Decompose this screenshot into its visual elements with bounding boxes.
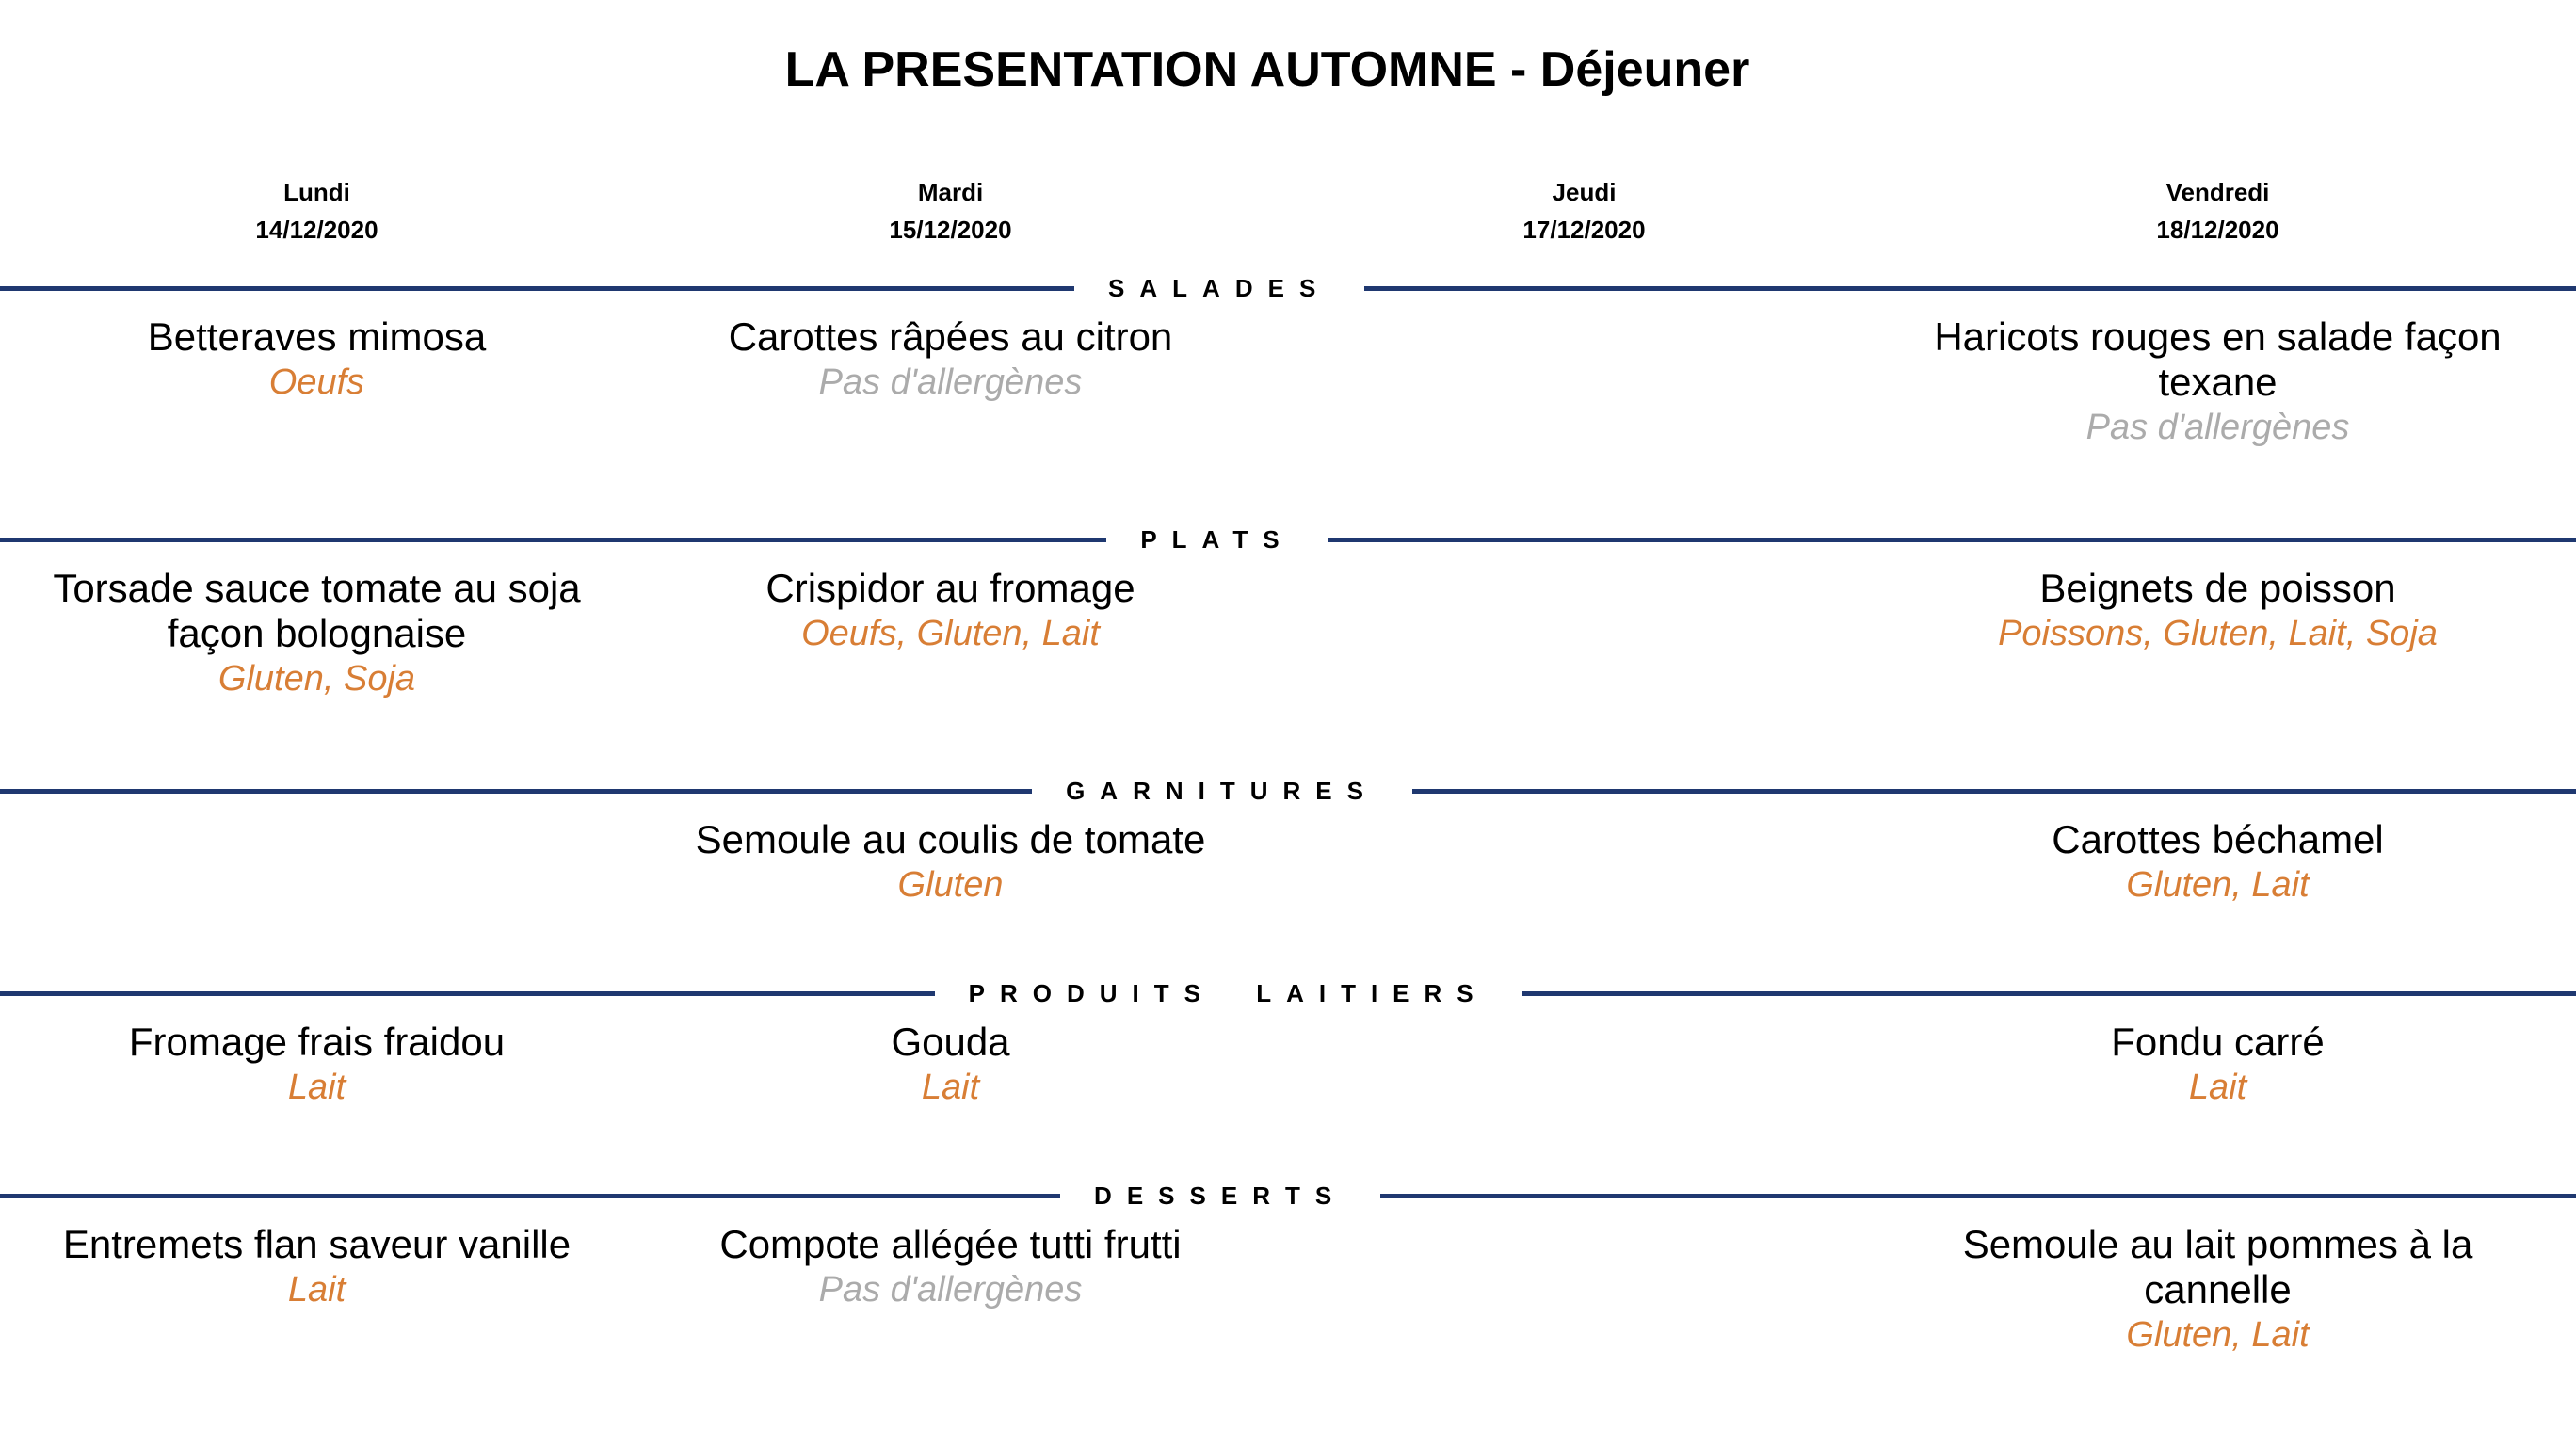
allergen-list: Gluten, Lait [2126,865,2310,905]
section-label: DESSERTS [1094,1182,1347,1210]
divider-line-left [0,990,935,996]
menu-cell-vendredi: Carottes béchamel Gluten, Lait [1901,810,2535,908]
dish-name: Entremets flan saveur vanille [62,1222,572,1266]
section-row: Torsade sauce tomate au soja façon bolog… [0,558,2535,751]
dish-name: Torsade sauce tomate au soja façon bolog… [53,566,581,655]
section-label: SALADES [1108,274,1331,302]
section-divider: PLATS [0,521,2576,558]
allergen-list: Pas d'allergènes [818,1270,1083,1310]
dish-name: Fondu carré [2111,1020,2325,1064]
menu-cell-vendredi: Fondu carré Lait [1901,1012,2535,1110]
allergen-list: Oeufs, Gluten, Lait [801,614,1100,653]
section-divider: DESSERTS [0,1177,2576,1214]
menu-cell-jeudi [1267,1214,1901,1222]
section-garnitures: GARNITURES Semoule au coulis de tomate G… [0,772,2576,954]
divider-line-right [1411,788,2576,794]
menu-cell-mardi: Carottes râpées au citron Pas d'allergèn… [634,307,1267,405]
dish-name: Beignets de poisson [2039,566,2396,610]
day-date: 14/12/2020 [255,216,378,244]
menu-page: LA PRESENTATION AUTOMNE - Déjeuner Lundi… [0,41,2576,1410]
section-row: Fromage frais fraidou Lait Gouda Lait Fo… [0,1012,2535,1156]
day-header-lundi: Lundi 14/12/2020 [0,173,634,249]
allergen-list: Poissons, Gluten, Lait, Soja [1998,614,2438,653]
day-header-row: Lundi 14/12/2020 Mardi 15/12/2020 Jeudi … [0,173,2535,249]
allergen-list: Lait [287,1270,346,1310]
allergen-list: Lait [921,1068,980,1107]
menu-cell-vendredi: Beignets de poisson Poissons, Gluten, La… [1901,558,2535,656]
menu-cell-lundi: Betteraves mimosa Oeufs [0,307,634,405]
menu-cell-jeudi [1267,307,1901,314]
menu-cell-lundi: Fromage frais fraidou Lait [0,1012,634,1110]
divider-line-left [0,285,1075,291]
dish-name: Compote allégée tutti frutti [719,1222,1182,1266]
allergen-list: Oeufs [268,362,365,402]
section-plats: PLATS Torsade sauce tomate au soja façon… [0,521,2576,751]
menu-cell-vendredi: Haricots rouges en salade façon texane P… [1901,307,2535,450]
day-name: Vendredi [2165,178,2270,206]
divider-line-right [1521,990,2576,996]
section-label: PRODUITS LAITIERS [968,979,1489,1007]
day-header-mardi: Mardi 15/12/2020 [634,173,1267,249]
menu-cell-mardi: Crispidor au fromage Oeufs, Gluten, Lait [634,558,1267,656]
dish-name: Carottes râpées au citron [728,314,1173,359]
allergen-list: Gluten, Soja [217,659,416,699]
section-row: Betteraves mimosa Oeufs Carottes râpées … [0,307,2535,500]
day-header-jeudi: Jeudi 17/12/2020 [1267,173,1901,249]
menu-cell-lundi: Torsade sauce tomate au soja façon bolog… [0,558,634,701]
page-title: LA PRESENTATION AUTOMNE - Déjeuner [784,42,1750,97]
allergen-list: Gluten [897,865,1004,905]
section-label: GARNITURES [1066,777,1378,805]
day-header-vendredi: Vendredi 18/12/2020 [1901,173,2535,249]
day-date: 17/12/2020 [1522,216,1646,244]
divider-line-right [1364,285,2576,291]
menu-cell-jeudi [1267,1012,1901,1020]
divider-line-left [0,1193,1061,1198]
divider-line-right [1328,537,2576,542]
dish-name: Semoule au coulis de tomate [695,817,1206,861]
section-produits-laitiers: PRODUITS LAITIERS Fromage frais fraidou … [0,974,2576,1156]
allergen-list: Lait [287,1068,346,1107]
section-row: Semoule au coulis de tomate Gluten Carot… [0,810,2535,954]
menu-cell-mardi: Gouda Lait [634,1012,1267,1110]
menu-cell-jeudi [1267,558,1901,566]
section-desserts: DESSERTS Entremets flan saveur vanille L… [0,1177,2576,1431]
day-date: 15/12/2020 [889,216,1012,244]
section-salades: SALADES Betteraves mimosa Oeufs Carottes… [0,269,2576,500]
dish-name: Fromage frais fraidou [128,1020,506,1064]
divider-line-right [1380,1193,2576,1198]
section-divider: PRODUITS LAITIERS [0,974,2576,1012]
section-divider: SALADES [0,269,2576,307]
divider-line-left [0,537,1107,542]
day-name: Mardi [917,178,984,206]
dish-name: Semoule au lait pommes à la cannelle [1962,1222,2473,1311]
dish-name: Betteraves mimosa [147,314,487,359]
dish-name: Carottes béchamel [2052,817,2384,861]
day-date: 18/12/2020 [2156,216,2279,244]
menu-cell-jeudi [1267,810,1901,817]
divider-line-left [0,788,1033,794]
day-name: Jeudi [1552,178,1617,206]
allergen-list: Gluten, Lait [2126,1315,2310,1355]
menu-cell-mardi: Compote allégée tutti frutti Pas d'aller… [634,1214,1267,1312]
dish-name: Gouda [891,1020,1010,1064]
day-name: Lundi [283,178,350,206]
dish-name: Haricots rouges en salade façon texane [1934,314,2502,404]
section-row: Entremets flan saveur vanille Lait Compo… [0,1214,2535,1431]
menu-cell-lundi [0,810,634,817]
allergen-list: Pas d'allergènes [2085,408,2350,447]
dish-name: Crispidor au fromage [765,566,1135,610]
menu-content: LA PRESENTATION AUTOMNE - Déjeuner Lundi… [0,41,2535,249]
allergen-list: Lait [2188,1068,2247,1107]
menu-cell-vendredi: Semoule au lait pommes à la cannelle Glu… [1901,1214,2535,1358]
menu-cell-lundi: Entremets flan saveur vanille Lait [0,1214,634,1312]
menu-cell-mardi: Semoule au coulis de tomate Gluten [634,810,1267,908]
allergen-list: Pas d'allergènes [818,362,1083,402]
section-divider: GARNITURES [0,772,2576,810]
section-label: PLATS [1140,525,1295,554]
